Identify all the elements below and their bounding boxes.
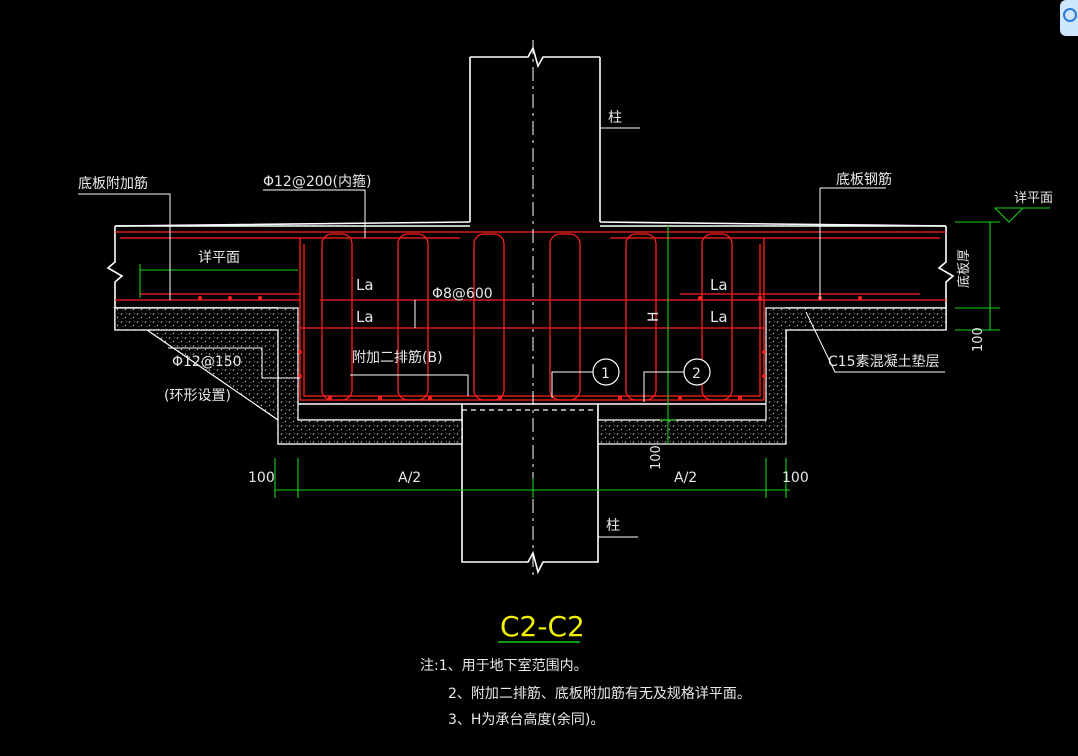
label-anchor-la-4: La (710, 308, 728, 326)
inner-stirrups (321, 233, 733, 401)
label-dim-100-right-bottom: 100 (782, 470, 809, 486)
cushion-layer (113, 307, 947, 445)
label-ring-note: (环形设置) (164, 388, 231, 404)
note-3: 3、H为承台高度(余同)。 (448, 711, 604, 728)
rebar-group (115, 231, 946, 401)
label-stirrup-inner: Φ12@200(内箍) (263, 173, 371, 190)
section-title: C2-C2 (500, 610, 585, 643)
label-slab-rebar: 底板钢筋 (836, 171, 892, 188)
callout-2: 2 (692, 366, 701, 382)
dimension-lines (139, 207, 1050, 498)
label-tie-bar: Φ8@600 (432, 286, 493, 302)
note-2: 2、附加二排筋、底板附加筋有无及规格详平面。 (448, 685, 751, 702)
callout-1: 1 (601, 366, 610, 382)
label-cushion: C15素混凝土垫层 (828, 354, 940, 370)
label-ring-bar: Φ12@150 (172, 354, 242, 370)
note-1: 注:1、用于地下室范围内。 (420, 657, 588, 674)
label-slab-extra-bar: 底板附加筋 (78, 175, 148, 192)
label-dim-100-right: 100 (971, 327, 986, 352)
label-anchor-la-2: La (356, 308, 374, 326)
label-dim-a2-right: A/2 (674, 470, 697, 486)
label-dim-a2-left: A/2 (398, 470, 421, 486)
label-extra-row-bar: 附加二排筋(B) (352, 349, 443, 366)
label-dim-100-mid: 100 (649, 445, 664, 470)
label-column-top: 柱 (608, 110, 622, 126)
label-column-bottom: 柱 (606, 518, 620, 534)
label-anchor-la-1: La (356, 276, 374, 294)
link-icon (1063, 8, 1077, 22)
drawing-labels: 柱 底板附加筋 Φ12@200(内箍) 底板钢筋 详平面 详平面 底板厚 La … (78, 110, 1053, 534)
callout-bubbles: 1 2 (592, 358, 711, 386)
label-dim-100-left-bottom: 100 (248, 470, 275, 486)
label-detail-plan-left: 详平面 (198, 250, 240, 266)
edge-tab[interactable] (1060, 0, 1078, 36)
leader-lines (78, 127, 945, 538)
label-anchor-la-3: La (710, 276, 728, 294)
label-height-h: H (646, 311, 662, 322)
label-slab-thickness: 底板厚 (956, 249, 972, 288)
label-detail-plan-right: 详平面 (1014, 191, 1053, 206)
notes-block: 注:1、用于地下室范围内。 2、附加二排筋、底板附加筋有无及规格详平面。 3、H… (420, 657, 751, 728)
